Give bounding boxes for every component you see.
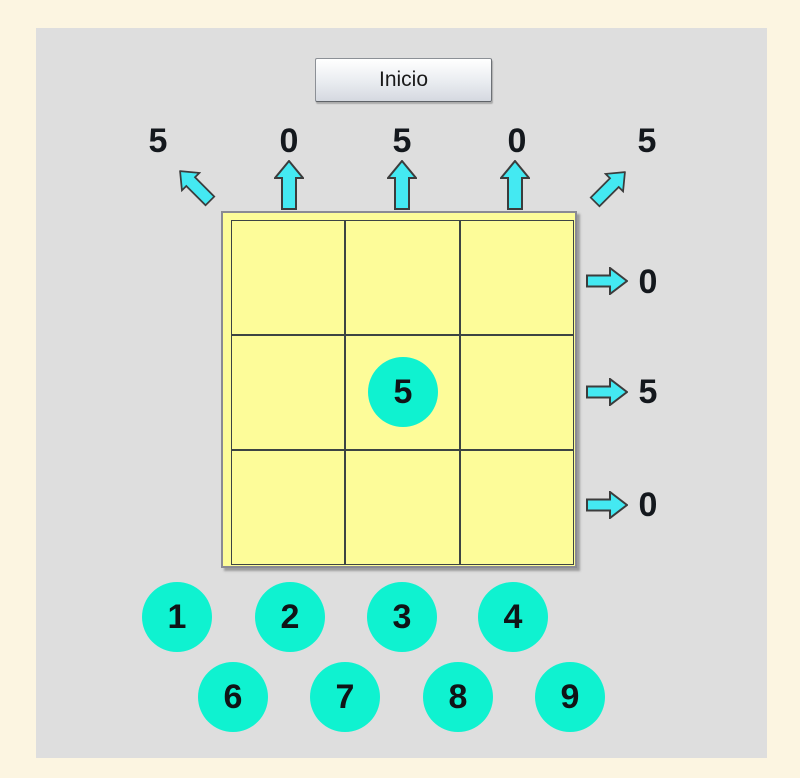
- row-0-right-arrow-icon: [586, 267, 628, 295]
- grid-cell-r0c0[interactable]: [232, 221, 345, 334]
- pool-token-8[interactable]: 8: [423, 662, 493, 732]
- diagonal-up-left-arrow-icon: [179, 170, 216, 207]
- grid-cell-r2c2[interactable]: [460, 451, 573, 564]
- pool-token-4[interactable]: 4: [478, 582, 548, 652]
- pool-token-3[interactable]: 3: [367, 582, 437, 652]
- pool-token-7[interactable]: 7: [310, 662, 380, 732]
- pool-token-2[interactable]: 2: [255, 582, 325, 652]
- grid-cell-r2c0[interactable]: [232, 451, 345, 564]
- column-sum-0-label: 0: [279, 122, 299, 160]
- grid-cell-r1c0[interactable]: [232, 336, 345, 449]
- grid-cell-r0c1[interactable]: [346, 221, 459, 334]
- column-0-up-arrow-icon: [274, 160, 304, 210]
- row-1-right-arrow-icon: [586, 378, 628, 406]
- grid-cell-r1c2[interactable]: [460, 336, 573, 449]
- column-1-up-arrow-icon: [387, 160, 417, 210]
- column-sum-1-label: 5: [392, 122, 412, 160]
- row-sum-1-label: 5: [638, 373, 658, 411]
- inicio-button[interactable]: Inicio: [315, 58, 492, 102]
- pool-token-9[interactable]: 9: [535, 662, 605, 732]
- row-sum-2-label: 0: [638, 486, 658, 524]
- column-sum-2-label: 0: [507, 122, 527, 160]
- placed-token[interactable]: 5: [368, 357, 438, 427]
- grid-cell-r2c1[interactable]: [346, 451, 459, 564]
- pool-token-6[interactable]: 6: [198, 662, 268, 732]
- grid-cell-r0c2[interactable]: [460, 221, 573, 334]
- pool-token-1[interactable]: 1: [142, 582, 212, 652]
- column-2-up-arrow-icon: [500, 160, 530, 210]
- row-sum-0-label: 0: [638, 263, 658, 301]
- diagonal-sum-left-label: 5: [148, 122, 168, 160]
- diagonal-sum-right-label: 5: [637, 122, 657, 160]
- row-2-right-arrow-icon: [586, 491, 628, 519]
- diagonal-up-right-arrow-icon: [589, 171, 626, 208]
